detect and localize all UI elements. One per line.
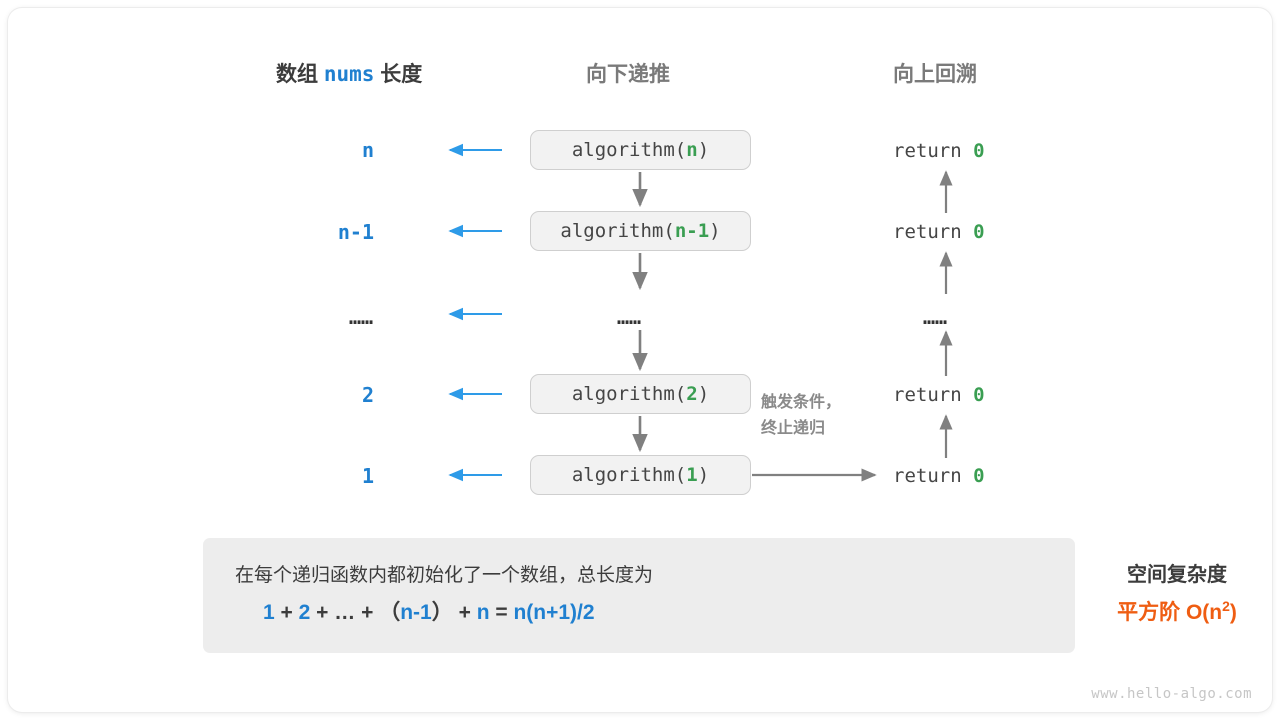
call-paren-open-row-4: ( bbox=[674, 464, 687, 486]
header-array-suffix: 长度 bbox=[380, 63, 423, 86]
return-row-3: return 0 bbox=[893, 384, 985, 406]
call-name-row-1: algorithm bbox=[560, 220, 664, 242]
return-value-row-3: 0 bbox=[973, 384, 985, 406]
formula-op-4: + bbox=[458, 601, 471, 624]
header-array-prefix: 数组 bbox=[276, 63, 318, 86]
summary-description: 在每个递归函数内都初始化了一个数组，总长度为 bbox=[235, 565, 654, 586]
complexity-result: 平方阶 O(n2) bbox=[1087, 596, 1267, 626]
formula-op-3: + bbox=[361, 601, 374, 624]
call-paren-open-row-0: ( bbox=[674, 139, 687, 161]
formula-term-n-minus-1: n-1 bbox=[400, 601, 432, 624]
complexity-notation-close: ) bbox=[1229, 601, 1237, 624]
termination-note-line1: 触发条件， bbox=[761, 394, 842, 411]
call-arg-row-0: n bbox=[686, 139, 698, 161]
call-name-row-4: algorithm bbox=[571, 464, 675, 486]
call-paren-close-row-1: ) bbox=[709, 220, 721, 242]
watermark: www.hello-algo.com bbox=[1091, 686, 1252, 702]
array-length-row-4: 1 bbox=[361, 464, 374, 488]
array-length-row-3: 2 bbox=[361, 383, 374, 407]
return-row-4: return 0 bbox=[893, 465, 985, 487]
termination-note-line2: 终止递归 bbox=[761, 420, 826, 437]
call-box-row-3[interactable]: algorithm(2) bbox=[530, 374, 751, 414]
header-array-name: nums bbox=[323, 62, 375, 86]
return-row-0: return 0 bbox=[893, 140, 985, 162]
formula-ellipsis: … bbox=[334, 601, 356, 624]
formula-term-n: n bbox=[476, 601, 490, 624]
complexity-notation-open: O(n bbox=[1185, 601, 1223, 624]
call-name-row-3: algorithm bbox=[571, 383, 675, 405]
formula-term-2: 2 bbox=[298, 601, 311, 624]
return-ellipsis: …… bbox=[923, 305, 948, 329]
call-paren-open-row-3: ( bbox=[674, 383, 687, 405]
header-array-length: 数组 nums 长度 bbox=[276, 58, 422, 88]
call-box-row-0[interactable]: algorithm(n) bbox=[530, 130, 751, 170]
call-paren-open-row-1: ( bbox=[663, 220, 675, 242]
call-paren-close-row-3: ) bbox=[697, 383, 710, 405]
header-backtrack-up: 向上回溯 bbox=[893, 63, 977, 86]
return-value-row-1: 0 bbox=[973, 221, 985, 243]
formula-op-1: + bbox=[280, 601, 293, 624]
array-length-row-0: n bbox=[361, 138, 374, 162]
call-ellipsis: …… bbox=[617, 305, 642, 329]
return-keyword-row-4: return bbox=[893, 465, 962, 487]
formula-equals: = bbox=[495, 601, 508, 624]
complexity-result-label: 平方阶 bbox=[1117, 601, 1181, 624]
formula-term-1: 1 bbox=[263, 601, 275, 624]
return-keyword-row-3: return bbox=[893, 384, 962, 406]
array-length-ellipsis: …… bbox=[349, 305, 374, 329]
formula-result: n(n+1)/2 bbox=[513, 601, 595, 624]
return-keyword-row-1: return bbox=[893, 221, 962, 243]
summary-formula: 1 + 2 + … + （n-1） + n = n(n+1)/2 bbox=[263, 596, 595, 626]
call-box-row-1[interactable]: algorithm(n-1) bbox=[530, 211, 751, 251]
termination-note: 触发条件， 终止递归 bbox=[761, 390, 841, 442]
call-arg-row-3: 2 bbox=[686, 383, 698, 405]
call-arg-row-4: 1 bbox=[686, 464, 698, 486]
call-paren-close-row-4: ) bbox=[697, 464, 710, 486]
formula-paren-open: （ bbox=[379, 601, 401, 624]
header-recurse-down: 向下递推 bbox=[586, 63, 670, 86]
return-row-1: return 0 bbox=[893, 221, 985, 243]
call-box-row-4[interactable]: algorithm(1) bbox=[530, 455, 751, 495]
formula-paren-close: ） bbox=[431, 601, 453, 624]
return-keyword-row-0: return bbox=[893, 140, 962, 162]
call-paren-close-row-0: ) bbox=[697, 139, 710, 161]
call-arg-row-1: n-1 bbox=[674, 220, 710, 242]
summary-panel: 在每个递归函数内都初始化了一个数组，总长度为 1 + 2 + … + （n-1）… bbox=[203, 538, 1237, 653]
complexity-notation: O(n2) bbox=[1185, 598, 1237, 624]
complexity-title: 空间复杂度 bbox=[1127, 564, 1227, 586]
return-value-row-0: 0 bbox=[973, 140, 985, 162]
return-value-row-4: 0 bbox=[973, 465, 985, 487]
complexity-exponent: 2 bbox=[1222, 598, 1230, 614]
array-length-row-1: n-1 bbox=[337, 220, 374, 244]
formula-op-2: + bbox=[316, 601, 329, 624]
call-name-row-0: algorithm bbox=[571, 139, 675, 161]
